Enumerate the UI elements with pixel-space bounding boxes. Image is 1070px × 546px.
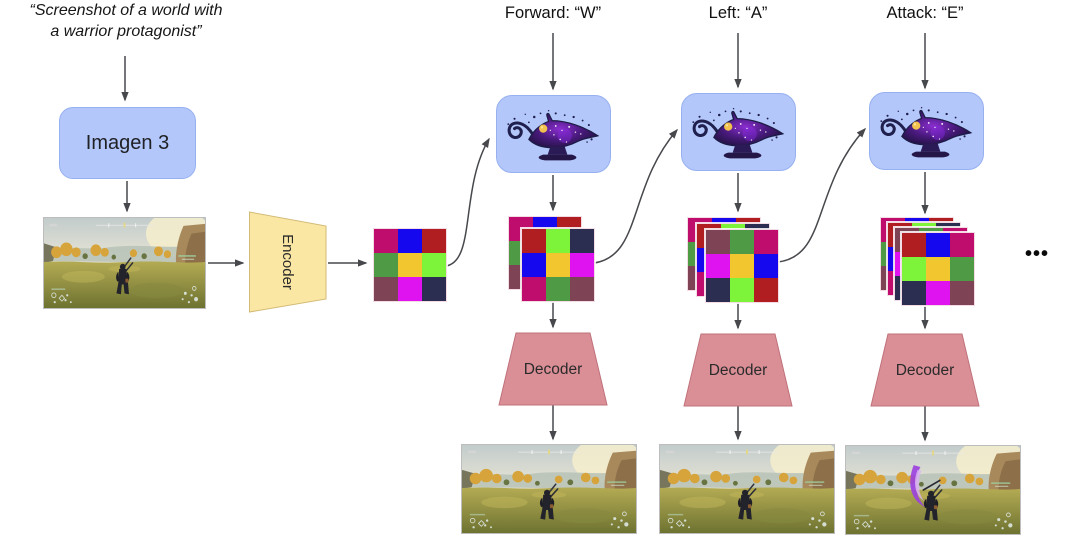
imagen3-box: Imagen 3: [59, 107, 196, 179]
latent-cell: [950, 233, 974, 257]
latent-grid: [705, 229, 779, 303]
latent-cell: [754, 254, 778, 278]
latent-grid: [901, 232, 975, 306]
latent-cell: [706, 254, 730, 278]
latent-cell: [522, 229, 546, 253]
latent-cell: [546, 229, 570, 253]
world-model-box-3: [869, 92, 984, 170]
genie-lamp-icon: [687, 99, 790, 165]
latent-cell: [706, 278, 730, 302]
decoder-trapezoid-1: Decoder: [498, 332, 608, 406]
decoder-label: Decoder: [708, 362, 768, 379]
genie-lamp-icon: [502, 101, 605, 167]
decoder-label: Decoder: [895, 362, 955, 379]
output-screenshot-1: [461, 444, 637, 534]
attack-slash-effect: [910, 465, 941, 508]
latent-cell: [950, 281, 974, 305]
prompt-line-1: “Screenshot of a world with: [29, 2, 223, 19]
action-label-attack: Attack: “E”: [886, 4, 964, 22]
source-screenshot: [43, 217, 206, 309]
genie-lamp-icon: [875, 98, 978, 164]
latent-cell: [374, 229, 398, 253]
latent-cell: [546, 253, 570, 277]
encoder-trapezoid: Encoder: [249, 211, 327, 313]
action-label-left: Left: “A”: [708, 4, 768, 22]
latent-cell: [422, 229, 446, 253]
prompt-text: “Screenshot of a world with a warrior pr…: [0, 0, 252, 42]
latent-cell: [926, 233, 950, 257]
decoder-trapezoid-2: Decoder: [683, 333, 793, 407]
latent-cell: [754, 230, 778, 254]
latent-cell: [902, 233, 926, 257]
decoder-trapezoid-3: Decoder: [870, 333, 980, 407]
encoder-label: Encoder: [279, 234, 297, 290]
latent-cell: [902, 257, 926, 281]
latent-cell: [570, 277, 594, 301]
latent-cell: [730, 230, 754, 254]
output-screenshot-3: [845, 445, 1021, 535]
initial-latent-grid: [373, 228, 447, 302]
latent-cell: [730, 278, 754, 302]
latent-cell: [522, 253, 546, 277]
latent-cell: [926, 281, 950, 305]
latent-cell: [422, 253, 446, 277]
ellipsis: •••: [1025, 243, 1050, 265]
latent-grid: [521, 228, 595, 302]
latent-cell: [570, 229, 594, 253]
latent-cell: [570, 253, 594, 277]
action-label-forward: Forward: “W”: [504, 4, 602, 22]
output-screenshot-2: [659, 444, 835, 534]
latent-cell: [754, 278, 778, 302]
latent-cell: [730, 254, 754, 278]
latent-cell: [398, 229, 422, 253]
latent-cell: [374, 277, 398, 301]
latent-cell: [398, 253, 422, 277]
latent-cell: [926, 257, 950, 281]
latent-cell: [522, 277, 546, 301]
latent-stack-3: [880, 217, 975, 306]
latent-cell: [546, 277, 570, 301]
imagen3-label: Imagen 3: [85, 131, 170, 154]
prompt-line-2: a warrior protagonist”: [50, 23, 202, 40]
latent-cell: [374, 253, 398, 277]
latent-cell: [902, 281, 926, 305]
decoder-label: Decoder: [523, 361, 583, 378]
latent-stack-1: [508, 216, 595, 302]
world-model-box-2: [681, 93, 796, 171]
latent-cell: [950, 257, 974, 281]
latent-cell: [422, 277, 446, 301]
world-model-box-1: [496, 95, 611, 173]
latent-stack-2: [687, 217, 779, 303]
latent-cell: [706, 230, 730, 254]
latent-cell: [398, 277, 422, 301]
